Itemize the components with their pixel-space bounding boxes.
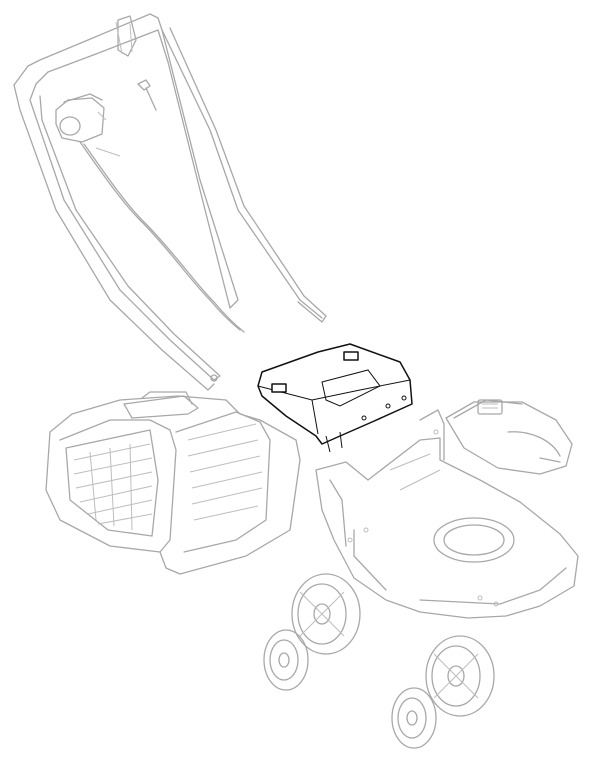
mower-handle-icon[interactable] (13, 13, 327, 391)
screw-icon[interactable] (137, 79, 157, 111)
mower-deck-icon[interactable] (315, 409, 579, 619)
rear-flap-icon[interactable] (257, 343, 413, 453)
motor-cover-icon[interactable] (445, 399, 573, 475)
switch-box-icon[interactable] (55, 93, 107, 143)
cable-icon[interactable] (79, 141, 245, 333)
grass-box-icon[interactable] (45, 391, 301, 575)
wheel-icon[interactable] (263, 573, 495, 749)
